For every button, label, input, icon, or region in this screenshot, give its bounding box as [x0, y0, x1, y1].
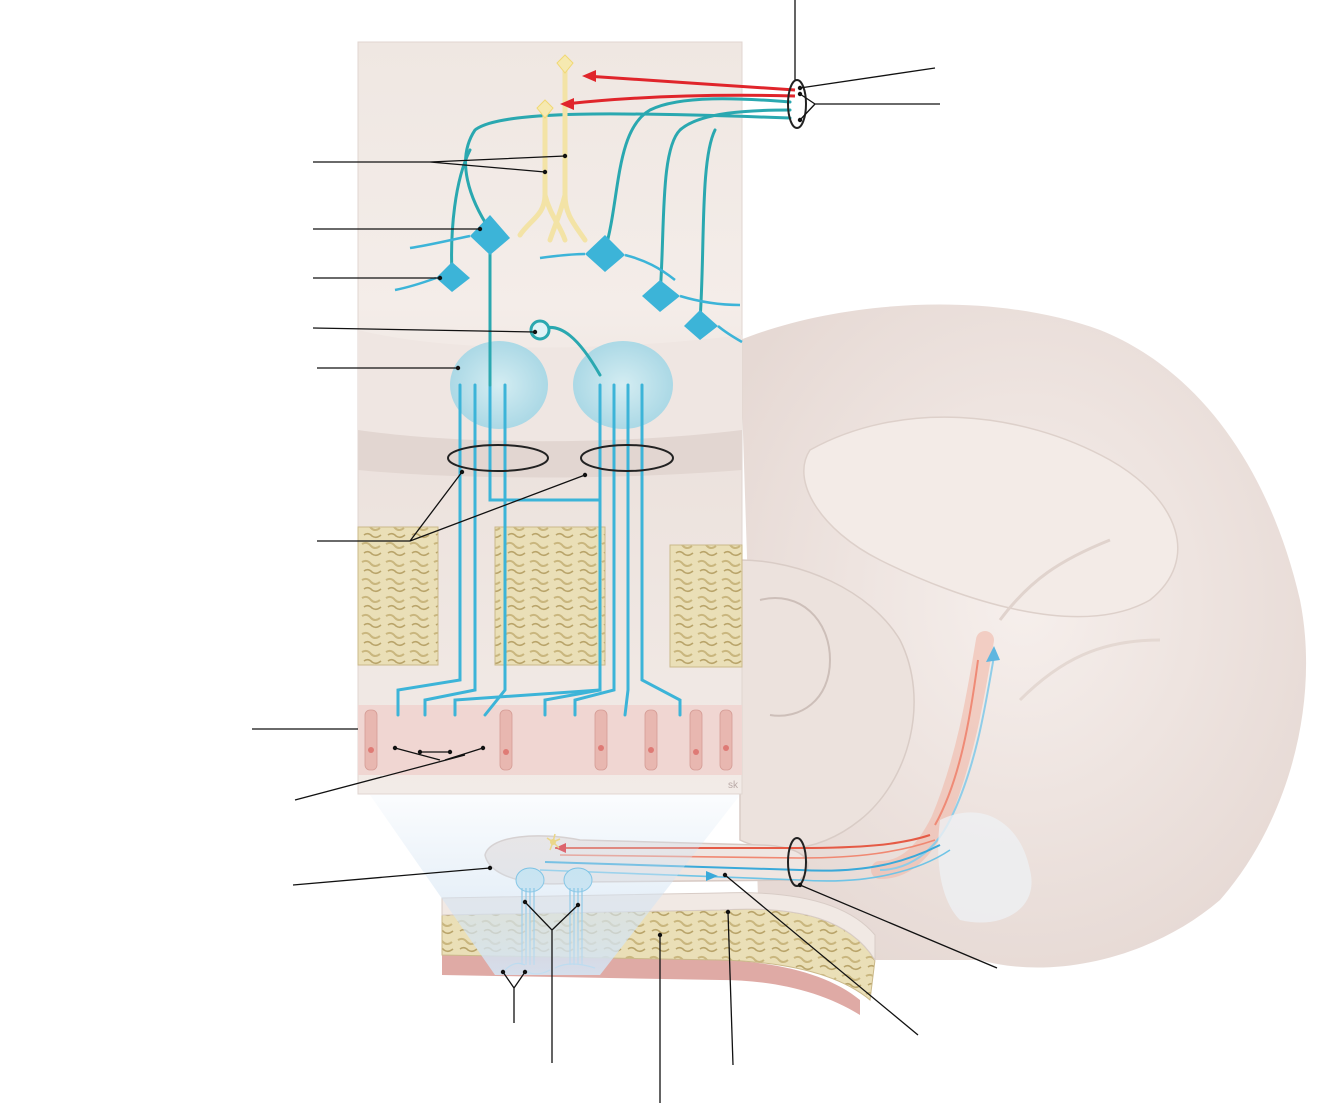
bundle-ring-left: [447, 444, 549, 472]
bundle-ring-right: [580, 444, 674, 472]
tract-ring: [787, 837, 807, 887]
leader-dots: [392, 85, 803, 975]
bone-block-2: [494, 526, 606, 666]
tufted-cell-right-1: [642, 280, 680, 312]
leader-bottom-1: [502, 971, 526, 1023]
leader-top-right-upper: [799, 67, 936, 89]
overview-tract-blue-2: [539, 849, 951, 882]
tract-arrowhead-blue: [706, 871, 718, 881]
olfactory-epithelium: [358, 705, 742, 775]
olfactory-stria-red: [934, 659, 979, 826]
sulcus-2: [1018, 638, 1161, 702]
leader-bottom-4: [727, 911, 734, 1066]
efferent-arrowhead-1: [582, 70, 596, 82]
receptor-axons: [396, 383, 682, 717]
olfactory-stria-blue: [879, 649, 996, 871]
mitral-dendrites: [394, 234, 743, 344]
leader-left-4: [312, 327, 536, 333]
anterior-perforated-substance: [938, 812, 1032, 923]
stria-arrowhead: [986, 646, 1000, 662]
periglomerular-cell: [529, 319, 551, 341]
granule-cells: [517, 62, 588, 243]
overview-tract-blue: [544, 844, 941, 872]
glomerulus-left: [450, 341, 548, 429]
mitral-cell-left: [470, 215, 510, 255]
sulcus-1: [998, 538, 1111, 621]
magnification-cone: [370, 795, 740, 975]
lateral-olfactory-stria: [871, 631, 994, 879]
efferent-arrowhead-2: [560, 98, 574, 110]
mitral-cell-right: [585, 235, 625, 272]
orbital-gyrus: [803, 416, 1179, 618]
uncus-fold: [759, 597, 832, 717]
leader-left-9: [292, 867, 491, 886]
glomerulus-right: [573, 341, 673, 429]
leader-left-8: [294, 747, 484, 801]
leader-top-right-lower: [799, 93, 940, 121]
epithelium-nuclei: [368, 745, 729, 755]
leader-lines: [252, 0, 998, 1103]
tract-ring-top: [787, 79, 807, 129]
brain-background: [739, 304, 1307, 968]
overview-tract-red-2: [559, 839, 936, 859]
inset-meninges: [358, 430, 742, 478]
overview-section: [370, 795, 951, 1015]
tufted-cell-left: [436, 262, 470, 292]
mitral-somata: [436, 215, 718, 340]
mitral-cell-projections: [450, 97, 792, 387]
leader-left-6: [317, 471, 586, 542]
leader-bottom-right-1: [724, 874, 919, 1036]
artist-signature: sk: [728, 780, 739, 791]
granule-somata: [536, 54, 574, 119]
overview-tract-red: [555, 834, 931, 849]
leader-bottom-right-2: [799, 884, 998, 969]
efferent-fibers: [564, 74, 796, 106]
inset-panel: sk: [357, 41, 807, 795]
epithelium-cells: [364, 709, 733, 771]
tufted-cell-right-2: [684, 310, 718, 340]
leader-bottom-2: [524, 901, 579, 1063]
bone-block-3: [669, 544, 743, 668]
bone-block-1: [357, 526, 439, 666]
leader-left-1: [313, 155, 566, 173]
